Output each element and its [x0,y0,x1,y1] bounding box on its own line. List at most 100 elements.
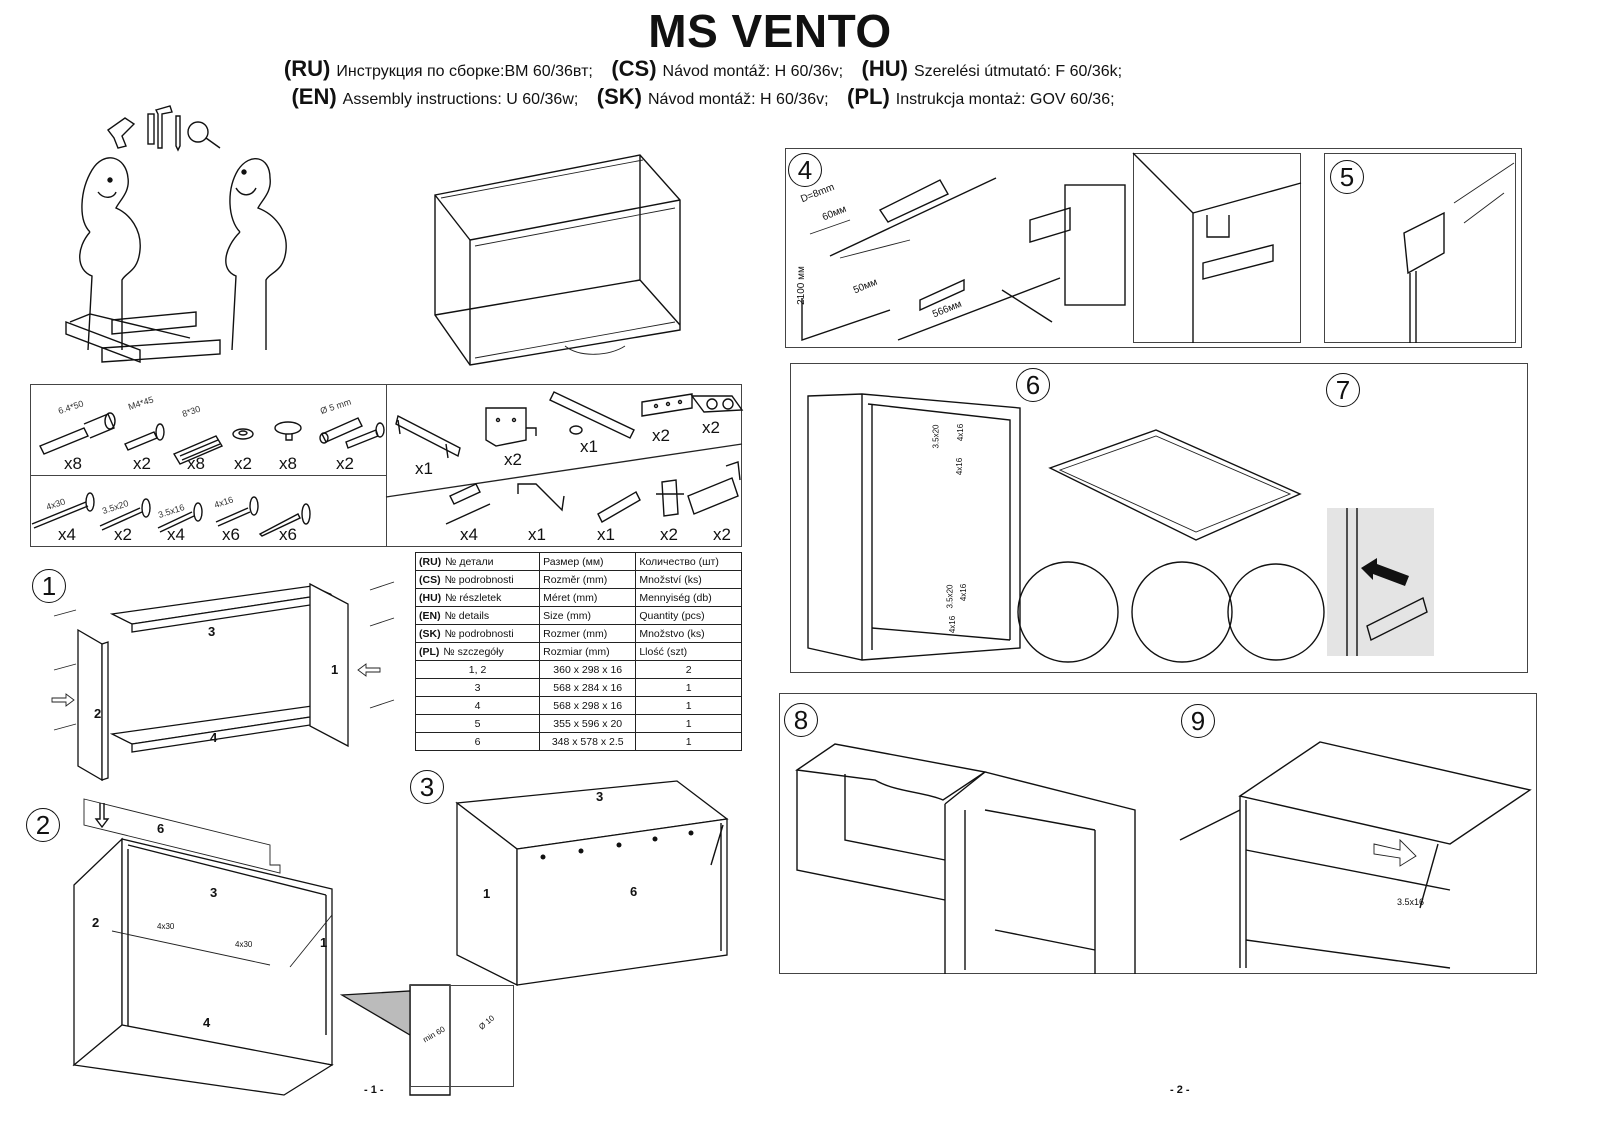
dim-2100mm: 2100 мм [795,266,807,305]
size-label: Rozmiar (mm) [539,642,637,661]
part-label: 4 [203,1015,211,1030]
detail-cell: (CS)№ podrobnosti [414,570,541,589]
wall-plug-screw-icon [445,483,491,525]
lang-code: (HU) [419,591,442,604]
hinge-icon [687,461,741,515]
step-1-drawing [51,581,395,782]
page-number-2: - 2 - [1170,1084,1190,1096]
step-8-number: 8 [784,703,818,737]
part-number: 5 [414,714,541,733]
hw-qty: x6 [279,525,297,544]
step-7-number: 7 [1326,373,1360,407]
hw-qty: x1 [528,525,546,544]
lang-code-sk: (SK) [596,84,642,109]
part-quantity: 1 [635,732,742,751]
lang-code: (PL) [419,645,440,658]
hardware-right-icons [395,391,744,525]
nail-icon [258,503,311,537]
part-quantity: 1 [635,678,742,697]
person-left-icon [79,157,141,351]
hinge-plate-icon [656,479,684,517]
wood-screw-icon [31,492,95,529]
detail-label: № details [444,609,490,622]
hw-qty: x6 [222,525,240,544]
part-label: 6 [157,821,165,836]
hardware-row1-icons [39,412,385,465]
allen-key-icon [517,483,565,512]
part-number: 6 [414,732,541,751]
step-2-drawing [72,798,451,1096]
detail-cell: (SK)№ podrobnosti [414,624,541,643]
wood-panels-icon [65,311,221,364]
screw-spec: 4x16 [956,423,966,442]
cap-icon [274,421,302,441]
hw-qty: x1 [580,437,598,456]
page-number-1: - 1 - [364,1084,384,1096]
part-size: 348 x 578 x 2.5 [539,732,637,751]
lang-code-hu: (HU) [861,56,908,81]
part-size: 355 x 596 x 20 [539,714,637,733]
lang-code: (EN) [419,609,441,622]
tools-icon [107,105,221,152]
hw-qty: x2 [234,454,252,473]
screw-spec: 3.5x20 [945,584,955,609]
hw-qty: x2 [504,450,522,469]
lang-code: (SK) [419,627,441,640]
part-label: 2 [94,706,102,721]
confirmat-screw-icon [39,412,116,455]
instruction-pl: Instrukcja montaż: GOV 60/36; [895,91,1115,108]
instruction-sk: Návod montáž: H 60/36v; [648,91,829,108]
detail-cell: (HU)№ részletek [414,588,541,607]
lang-code-ru: (RU) [283,56,331,81]
part-label: 1 [483,886,491,901]
part-label: 2 [92,915,100,930]
washer-icon [232,428,254,440]
hw-qty: x2 [133,454,151,473]
shelf-pin-icon [319,417,385,449]
document-title: MS VENTO [648,5,892,57]
hw-qty: x8 [279,454,297,473]
lang-code-en: (EN) [291,84,337,109]
size-label: Méret (mm) [539,588,637,607]
hw-qty: x8 [64,454,82,473]
hardware-divider-horizontal [30,475,387,476]
qty-label: Llość (szt) [635,642,742,661]
qty-label: Mennyiség (db) [635,588,742,607]
part-label: 3 [596,789,604,804]
hw-qty: x2 [336,454,354,473]
instruction-en: Assembly instructions: U 60/36w; [342,91,579,108]
step-6-number: 6 [1016,368,1050,402]
screw-spec: 3.5x16 [1397,897,1425,907]
part-size: 360 x 298 x 16 [539,660,637,679]
size-label: Size (mm) [539,606,637,625]
instruction-hu: Szerelési útmutató: F 60/36k; [913,63,1123,80]
instruction-cs: Návod montáž: H 60/36v; [662,63,844,80]
screw-label: 4x30 [235,940,253,949]
hardware-divider-vertical [386,384,387,547]
felt-pad-icon [690,395,744,413]
hw-qty: x2 [652,426,670,445]
qty-label: Количество (шт) [635,552,742,571]
lang-code: (CS) [419,573,441,586]
part-number: 4 [414,696,541,715]
steps-6-7-panel [790,363,1528,673]
detail-cell: (PL)№ szczegóły [414,642,541,661]
gas-strut-icon [549,391,635,439]
rail-detail-inset [1133,153,1301,343]
step-5-drawing [1403,162,1515,343]
handle-icon [395,414,461,459]
part-label: 3 [208,624,216,639]
screw-spec: 4x16 [948,615,958,634]
part-label: 3 [210,885,218,900]
step-3-drawing [455,780,729,987]
part-size: 568 x 298 x 16 [539,696,637,715]
hardware-divider-diagonal [385,443,743,498]
detail-cell: (RU)№ детали [414,552,541,571]
hw-qty: x8 [187,454,205,473]
hw-qty: x2 [114,525,132,544]
size-label: Rozmer (mm) [539,624,637,643]
size-label: Rozměr (mm) [539,570,637,589]
